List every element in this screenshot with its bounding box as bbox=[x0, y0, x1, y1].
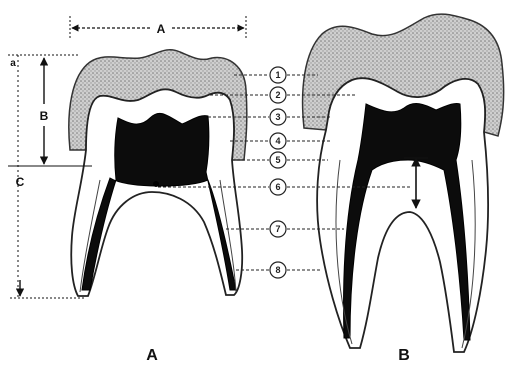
small-mark-label: a bbox=[10, 58, 16, 69]
root-length-label: C bbox=[16, 175, 25, 189]
caption-tooth-a: A bbox=[146, 347, 158, 364]
callout-number: 8 bbox=[275, 265, 280, 275]
tooth-a-pulp-floor-dot bbox=[153, 181, 159, 187]
tooth-b-drawing bbox=[303, 14, 504, 352]
callout-number: 7 bbox=[275, 224, 280, 234]
dimension-width: A bbox=[70, 16, 246, 40]
callout-number: 6 bbox=[275, 182, 280, 192]
callout-8: 8 bbox=[236, 262, 320, 278]
callout-number: 1 bbox=[275, 70, 280, 80]
callout-number: 2 bbox=[275, 90, 280, 100]
caption-tooth-b: B bbox=[398, 347, 410, 364]
callout-number: 4 bbox=[275, 136, 280, 146]
crown-height-label: B bbox=[40, 109, 49, 123]
width-label: A bbox=[157, 22, 166, 36]
callout-number: 5 bbox=[275, 155, 280, 165]
callout-number: 3 bbox=[275, 112, 280, 122]
tooth-a-drawing bbox=[69, 50, 247, 296]
callout-5: 5 bbox=[232, 152, 328, 168]
